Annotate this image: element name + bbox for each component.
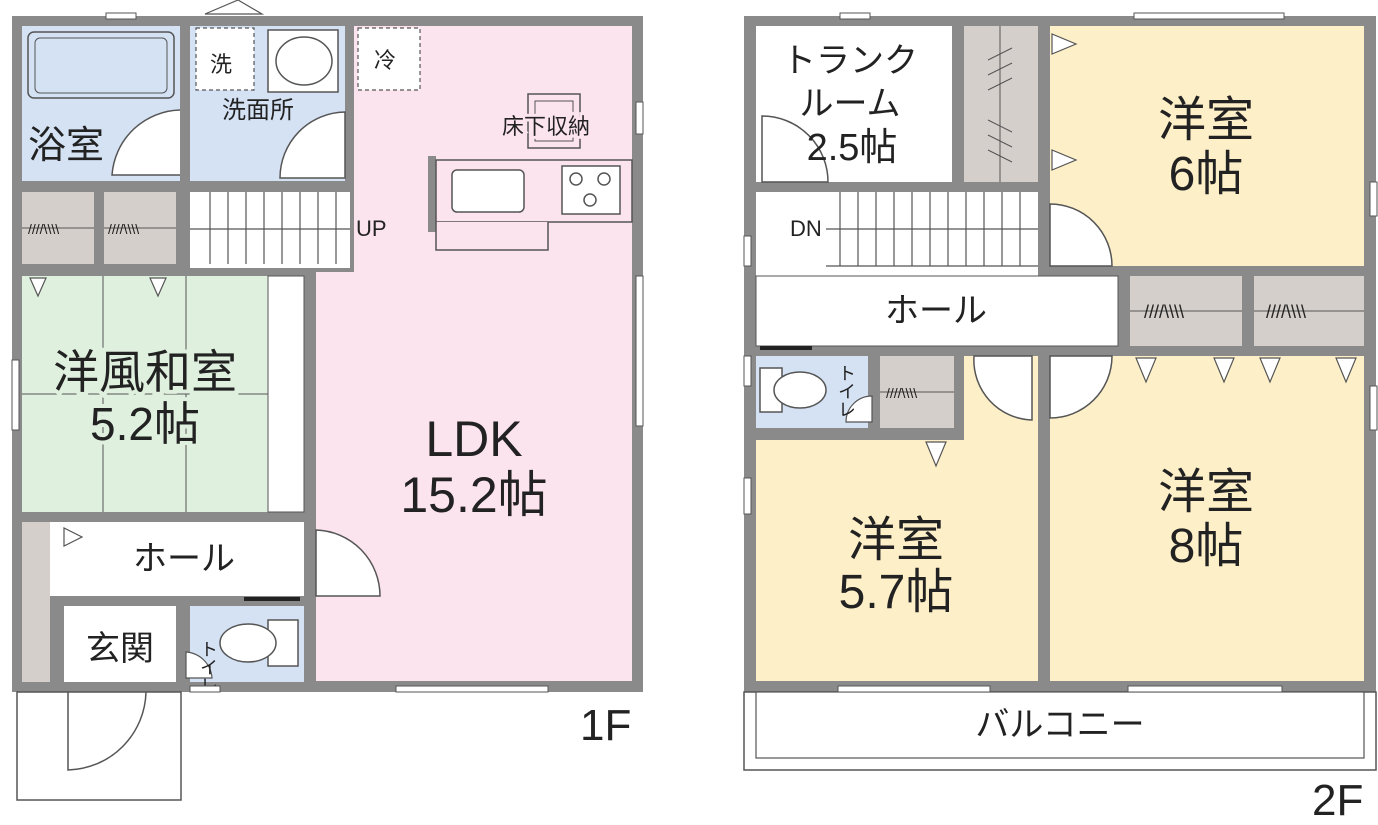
shoe-closet	[22, 522, 50, 682]
hall-2f	[755, 275, 1119, 347]
trunk-label-1: トランク	[782, 42, 918, 80]
toilet-2f-label: トイレ	[836, 364, 856, 418]
balcony-label: バルコニー	[975, 706, 1144, 744]
windows-2f	[743, 12, 1378, 693]
washroom-label: 洗面所	[222, 97, 294, 124]
ldk-lower	[316, 272, 632, 681]
stairs-dn-label: DN	[790, 216, 822, 241]
closet-marker-57	[925, 441, 947, 468]
cooktop	[561, 165, 621, 215]
vent-hood	[204, 0, 265, 15]
hall-1f-label: ホール	[133, 540, 235, 578]
underfloor-label: 床下収納	[502, 114, 590, 139]
closet-small-hangers: ////\\\\	[886, 385, 917, 401]
fridge-space	[357, 27, 421, 91]
closet-2f-vertical	[964, 26, 1038, 182]
ldk-door-swing	[315, 529, 381, 597]
floor2-label: 2F	[1312, 776, 1363, 825]
hall-2f-label: ホール	[885, 292, 987, 330]
stairs-1f	[190, 192, 350, 268]
room6-size: 6帖	[1169, 148, 1244, 201]
room8-door-swing	[1049, 355, 1113, 419]
room57-door-swing	[973, 355, 1033, 421]
windows-1f	[11, 12, 644, 693]
washitsu-label: 洋風和室	[53, 346, 237, 398]
room57-label: 洋室	[848, 514, 944, 567]
toilet-1f-bowl	[219, 623, 277, 663]
room6-door-swing	[1049, 203, 1113, 267]
bathtub-inner	[34, 37, 168, 94]
toilet-2f-door-rail	[760, 346, 812, 350]
basin-bowl	[275, 36, 333, 86]
burner-1	[569, 172, 583, 186]
closet-2f-a-hangers: ////\\\\	[1144, 302, 1184, 322]
entry-porch	[16, 691, 182, 801]
bath-door-swing	[111, 109, 181, 176]
entrance	[64, 606, 176, 682]
washitsu-sliding-door	[267, 275, 305, 513]
bath-label: 浴室	[28, 125, 104, 167]
toilet-2f-bowl	[773, 371, 827, 409]
burner-3	[583, 193, 597, 207]
room6-label: 洋室	[1158, 94, 1254, 147]
stair-treads-1f	[190, 192, 350, 264]
washitsu-size: 5.2帖	[90, 398, 200, 450]
closet-markers-8	[1135, 357, 1357, 384]
stair-treads-2f	[826, 192, 1038, 267]
bedroom-6jo	[1050, 26, 1364, 266]
stairs-up-label: UP	[356, 216, 387, 241]
toilet-1f-door-rail	[244, 597, 300, 601]
trunk-door-swing	[761, 115, 829, 183]
entrance-label: 玄関	[86, 630, 154, 668]
closet-hanger-b: ////\\\\	[108, 221, 139, 237]
closet-marker-6a	[1051, 33, 1078, 55]
closet-vertical-hangers	[987, 47, 1013, 163]
closet-2f-b-hangers: ////\\\\	[1266, 302, 1306, 322]
shoe-closet-marker	[63, 527, 84, 547]
closet-door-marker-b	[149, 277, 167, 298]
washer-space	[195, 27, 255, 91]
trunk-label-2: ルーム	[800, 85, 901, 123]
room8-size: 8帖	[1169, 520, 1244, 573]
toilet-2f-door-swing	[845, 395, 873, 423]
ldk-size: 15.2帖	[400, 467, 547, 523]
bedroom-57jo	[756, 356, 1038, 681]
bathtub	[27, 31, 175, 99]
room8-label: 洋室	[1158, 466, 1254, 519]
room57-size: 5.7帖	[839, 566, 954, 619]
entrance-door-swing	[67, 691, 147, 771]
closet-door-marker-a	[29, 277, 47, 298]
kitchen-wall-stub	[428, 156, 436, 232]
washroom-door-swing	[279, 111, 346, 179]
washer-label: 洗	[210, 52, 232, 77]
ldk-label: LDK	[425, 411, 522, 467]
toilet-1f-label: トイレ	[198, 640, 218, 694]
trunk-size: 2.5帖	[807, 127, 898, 169]
burner-2	[597, 172, 611, 186]
closet-hanger-a: ////\\\\	[28, 221, 59, 237]
tatami-lines	[22, 276, 268, 512]
balcony-inner	[755, 691, 1365, 759]
floor1-label: 1F	[580, 701, 631, 750]
underfloor-hatch	[527, 93, 581, 149]
toilet-1f-door-swing	[185, 651, 213, 679]
bedroom-8jo	[1050, 356, 1364, 681]
floor-1f: 浴室 洗 洗面所 冷 床下収納 LDK 15.2帖 ////\\\\	[11, 0, 644, 801]
underfloor-hatch-inner	[534, 100, 574, 142]
closet-marker-6b	[1051, 149, 1078, 171]
kitchen-sink	[451, 169, 525, 213]
fridge-label: 冷	[374, 48, 396, 73]
floor-2f: バルコニー トランク ルーム 2.5帖 洋室 6帖	[743, 12, 1378, 825]
kitchen-bar	[435, 222, 549, 251]
